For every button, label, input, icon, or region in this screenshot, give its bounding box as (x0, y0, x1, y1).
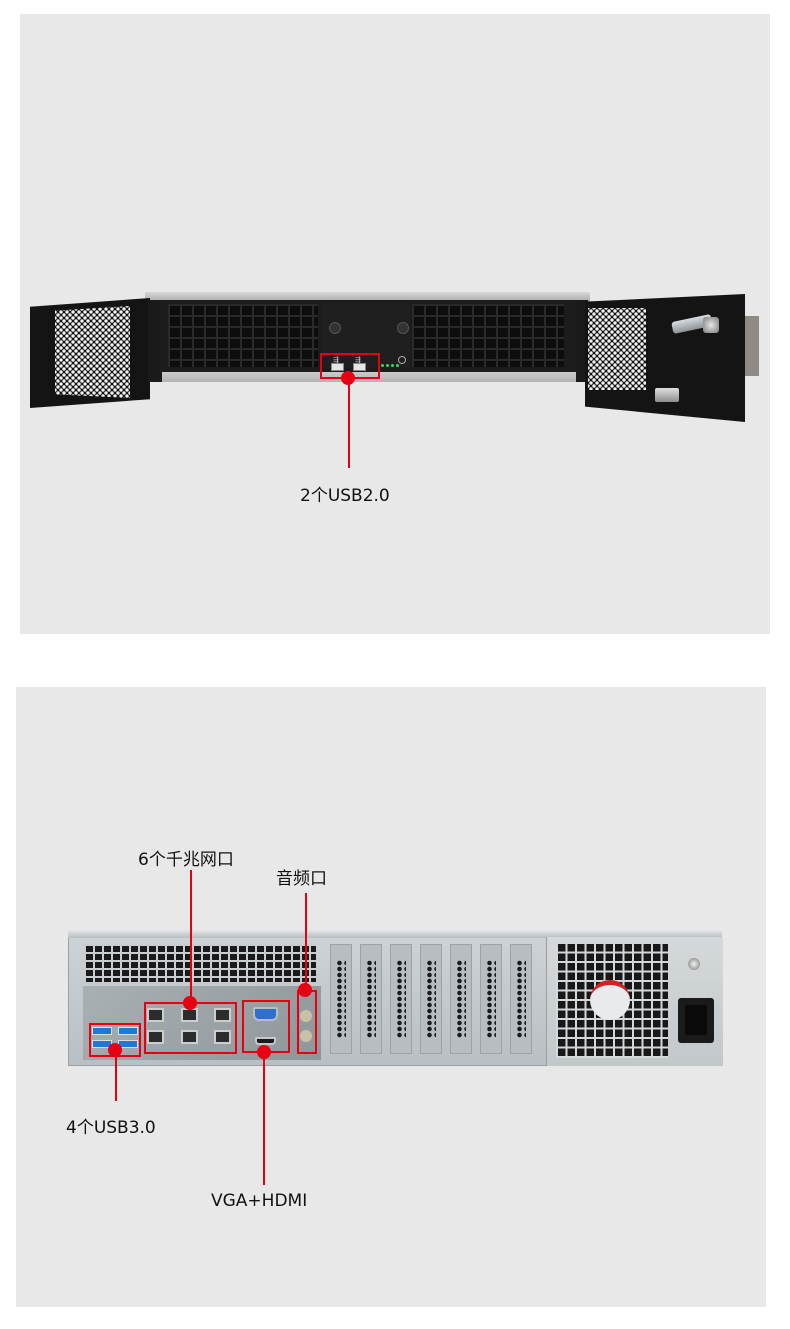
audio-jack-2 (300, 1030, 312, 1042)
audio-leader-line (305, 893, 307, 985)
lan-port-1 (147, 1008, 164, 1022)
left-thumb-screw (329, 322, 341, 334)
vga-port (253, 1007, 278, 1021)
usb3-label: 4个USB3.0 (66, 1118, 156, 1138)
hdmi-port (255, 1037, 276, 1045)
status-led (391, 364, 394, 367)
lan-label: 6个千兆网口 (138, 850, 234, 870)
front-usb-port-1 (331, 363, 344, 371)
front-usb-label: 2个USB2.0 (300, 486, 390, 506)
usb3-leader-line (115, 1055, 117, 1101)
lan-port-3 (214, 1008, 231, 1022)
rear-usb3-port-1 (92, 1027, 112, 1035)
slot-vent-4 (426, 960, 436, 1038)
status-led (386, 364, 389, 367)
lan-port-4 (147, 1030, 164, 1044)
door-lock-cylinder (703, 317, 719, 333)
video-leader-line (263, 1057, 265, 1185)
chassis-bottom-rail (150, 370, 590, 382)
slot-vent-7 (516, 960, 526, 1038)
front-vent-left (168, 304, 318, 367)
slot-vent-1 (336, 960, 346, 1038)
chassis-top-lip (68, 930, 722, 938)
chassis-top-rail (145, 292, 590, 302)
ac-inlet-socket (685, 1005, 707, 1035)
rear-top-vent (84, 944, 316, 982)
psu-fan-hub (590, 980, 630, 1020)
right-door-mesh (588, 308, 646, 390)
usb3-marker-dot (108, 1043, 122, 1057)
usb-symbol-icon: ⇶ (355, 356, 361, 364)
lan-marker-dot (183, 996, 197, 1010)
usb-symbol-icon: ⇶ (333, 356, 339, 364)
audio-label: 音频口 (276, 869, 327, 889)
lan-leader-line (190, 870, 192, 998)
right-thumb-screw (397, 322, 409, 334)
audio-marker-dot (298, 983, 312, 997)
door-side-bracket (745, 316, 759, 376)
left-door-mesh (55, 306, 130, 398)
lan-port-6 (214, 1030, 231, 1044)
lan-port-5 (181, 1030, 198, 1044)
video-marker-dot (257, 1045, 271, 1059)
audio-ports-highlight (297, 990, 317, 1054)
front-vent-right (412, 304, 564, 367)
status-led (396, 364, 399, 367)
status-led (381, 364, 384, 367)
slot-vent-6 (486, 960, 496, 1038)
power-button-icon (398, 356, 406, 364)
door-latch (655, 388, 679, 402)
rear-usb3-port-2 (118, 1027, 138, 1035)
center-control-panel (322, 302, 410, 368)
slot-vent-3 (396, 960, 406, 1038)
psu-ground-screw (688, 958, 700, 970)
front-usb-leader-line (348, 380, 350, 468)
front-usb-marker-dot (341, 371, 355, 385)
front-usb-port-2 (353, 363, 366, 371)
audio-jack-1 (300, 1010, 312, 1022)
slot-vent-2 (366, 960, 376, 1038)
slot-vent-5 (456, 960, 466, 1038)
left-door-hinge-panel (148, 300, 162, 382)
video-label: VGA+HDMI (211, 1191, 308, 1211)
